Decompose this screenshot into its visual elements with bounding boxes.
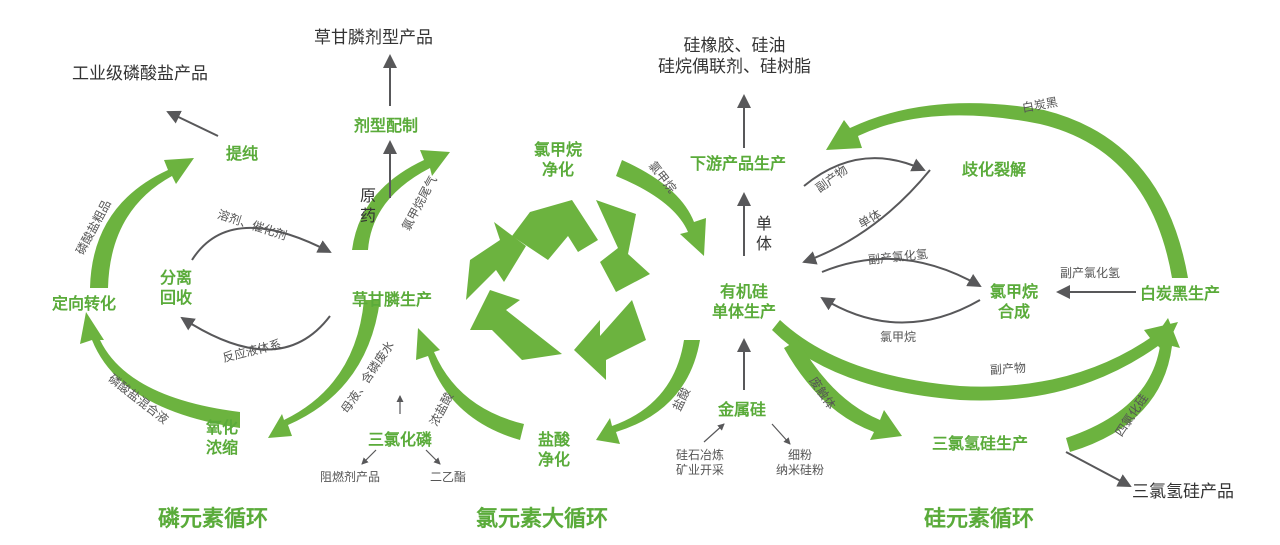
silicon-cycle-arrows bbox=[772, 103, 1188, 452]
arrow-reaction-liquid bbox=[180, 315, 331, 351]
node-organosilicon-monomer: 有机硅 单体生产 bbox=[712, 282, 777, 321]
node-directional-conversion: 定向转化 bbox=[52, 294, 117, 313]
arrow-synthesis-to-monomer bbox=[820, 296, 981, 324]
arrow-monomer-to-synthesis bbox=[821, 257, 982, 287]
silicone-products: 硅橡胶、硅油 硅烷偶联剂、硅树脂 bbox=[658, 36, 811, 78]
arrow-white-carbon-to-downstream bbox=[826, 103, 1188, 278]
node-purification: 提纯 bbox=[226, 144, 259, 163]
arrow-silicon-tetrachloride bbox=[1066, 318, 1180, 452]
arrow-to-industrial-phosphate bbox=[166, 110, 219, 137]
glyphosate-formulation-product: 草甘膦剂型产品 bbox=[314, 28, 433, 48]
industrial-phosphate-product: 工业级磷酸盐产品 bbox=[72, 64, 208, 84]
fine-powder-product: 细粉 纳米硅粉 bbox=[776, 448, 825, 477]
diethyl-ester-product: 二乙酯 bbox=[430, 470, 467, 484]
node-white-carbon-black: 白炭黑生产 bbox=[1140, 284, 1221, 303]
arrow-to-hcl-purification bbox=[596, 340, 700, 444]
trichlorosilane-product: 三氯氢硅产品 bbox=[1132, 482, 1234, 502]
arrow-solvent-catalyst bbox=[191, 226, 332, 261]
arrow-cracking-to-monomer bbox=[802, 169, 931, 265]
label-byproduct-hcl-right: 副产氯化氢 bbox=[1060, 266, 1121, 280]
chlorine-cycle-arrows bbox=[416, 160, 706, 444]
arrow-to-glyphosate bbox=[352, 150, 450, 250]
flame-retardant-product: 阻燃剂产品 bbox=[320, 470, 381, 484]
recycle-icon bbox=[466, 200, 650, 380]
arrow-to-flame-retardant bbox=[361, 449, 377, 465]
arrow-to-trichlorosilane-product bbox=[1065, 451, 1132, 487]
arrow-to-purification bbox=[90, 158, 194, 288]
node-separation-recovery: 分离 回收 bbox=[160, 268, 193, 307]
phosphorus-cycle-title: 磷元素循环 bbox=[158, 507, 269, 532]
label-monomer: 单 体 bbox=[756, 214, 773, 253]
node-glyphosate-production: 草甘膦生产 bbox=[352, 290, 433, 309]
silica-stone-source: 硅石冶炼 矿业开采 bbox=[676, 448, 725, 477]
label-methyl-chloride-back: 氯甲烷 bbox=[880, 330, 917, 344]
node-methyl-chloride-purification: 氯甲烷 净化 bbox=[534, 140, 583, 179]
node-phosphorus-trichloride: 三氯化磷 bbox=[368, 430, 433, 449]
node-methyl-chloride-synthesis: 氯甲烷 合成 bbox=[990, 282, 1039, 321]
arrow-to-trichlorosilane bbox=[784, 340, 902, 440]
node-cracking: 歧化裂解 bbox=[962, 160, 1027, 179]
node-downstream-production: 下游产品生产 bbox=[690, 154, 787, 173]
arrow-to-directional bbox=[80, 312, 240, 428]
node-metal-silicon: 金属硅 bbox=[718, 400, 767, 419]
arrow-to-oxidation bbox=[268, 300, 380, 438]
arrow-to-glyphosate-from-hcl bbox=[416, 328, 524, 440]
silicon-cycle-title: 硅元素循环 bbox=[924, 507, 1035, 532]
label-raw-material: 原 药 bbox=[360, 186, 377, 225]
node-oxidation-concentration: 氧化 浓缩 bbox=[206, 418, 239, 457]
gray-connectors bbox=[166, 54, 1136, 487]
arrow-to-diethyl-ester bbox=[425, 449, 441, 465]
phosphorus-cycle-arrows bbox=[80, 150, 450, 438]
node-trichlorosilane: 三氯氢硅生产 bbox=[932, 434, 1029, 453]
arrow-to-organosilicon bbox=[616, 160, 706, 256]
arrow-to-silica-stone bbox=[703, 423, 725, 443]
arrow-byproduct-to-white-carbon bbox=[772, 320, 1178, 401]
arrow-downstream-to-cracking bbox=[803, 157, 926, 187]
label-byproduct-b: 副产物 bbox=[989, 360, 1027, 378]
arrow-to-fine-powder bbox=[771, 423, 791, 445]
node-formulation: 剂型配制 bbox=[354, 116, 419, 135]
chlorine-cycle-title: 氯元素大循环 bbox=[476, 507, 609, 532]
node-hcl-purification: 盐酸 净化 bbox=[538, 430, 571, 469]
